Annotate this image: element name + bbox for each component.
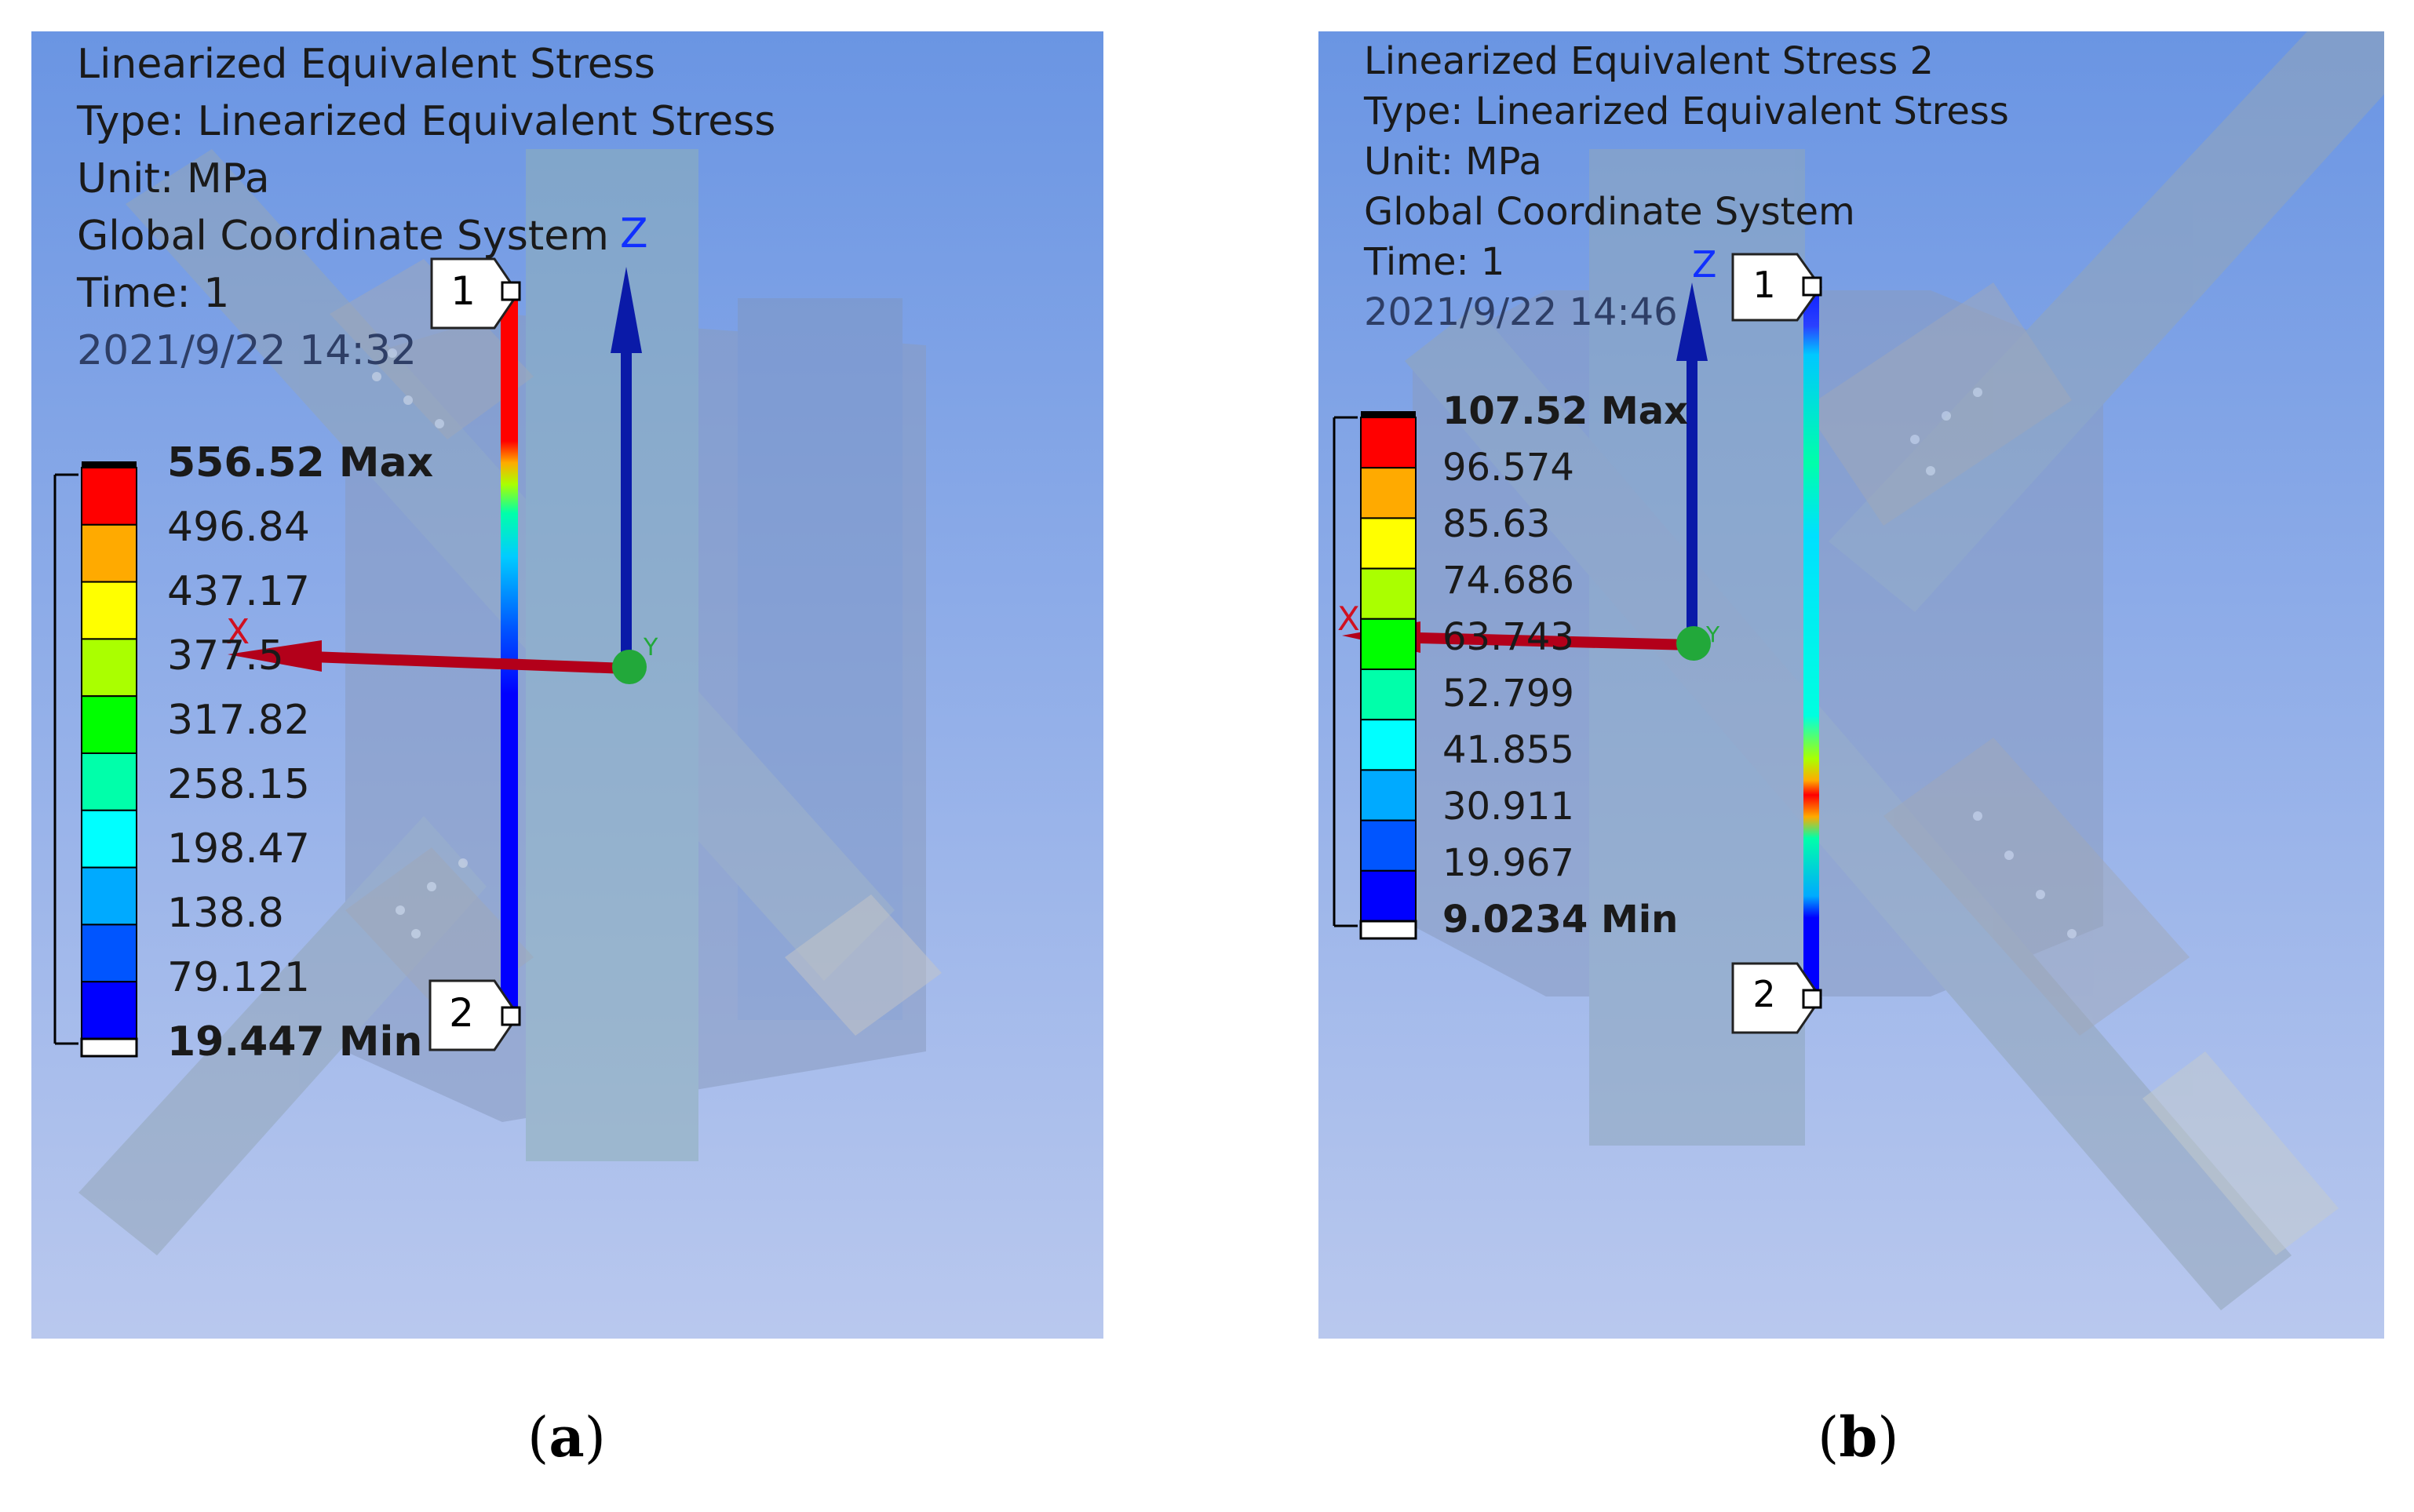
legend-max: 107.52 Max — [1442, 389, 1689, 433]
legend-color-cell — [81, 467, 137, 526]
path-marker-2[interactable] — [428, 979, 521, 1051]
model-viewport-a[interactable] — [31, 31, 1103, 1339]
legend-color-cell — [1360, 819, 1417, 872]
result-info-b: Linearized Equivalent Stress 2 Type: Lin… — [1364, 36, 2009, 337]
result-title: Linearized Equivalent Stress — [77, 41, 655, 88]
legend-color-cell — [81, 981, 137, 1040]
legend-color-cell — [81, 866, 137, 926]
legend-level: 52.799 — [1442, 672, 1574, 716]
result-type: Type: Linearized Equivalent Stress — [1364, 89, 2009, 133]
axis-label-z: Z — [1692, 243, 1717, 286]
legend-color-cell — [81, 752, 137, 811]
path-marker-2[interactable] — [1731, 962, 1822, 1034]
legend-level: 63.743 — [1442, 615, 1574, 659]
result-unit: Unit: MPa — [77, 155, 270, 202]
stress-path-line — [1803, 282, 1819, 1004]
legend-level: 317.82 — [167, 697, 310, 744]
path-marker-1[interactable] — [430, 257, 521, 330]
marker-label-1: 1 — [1752, 264, 1776, 306]
legend-level: 74.686 — [1442, 559, 1574, 603]
marker-label-2: 2 — [1752, 973, 1776, 1015]
legend-level: 30.911 — [1442, 785, 1574, 829]
result-info-a: Linearized Equivalent Stress Type: Linea… — [77, 36, 775, 380]
legend-color-cell — [1360, 618, 1417, 670]
result-date: 2021/9/22 14:46 — [1364, 290, 1678, 334]
axis-label-y: Y — [1706, 621, 1720, 647]
axis-label-y: Y — [644, 634, 658, 661]
legend-color-cell — [81, 638, 137, 698]
axis-label-x: X — [1337, 599, 1360, 638]
brace-plates — [1805, 282, 2339, 1255]
legend-color-cell — [81, 809, 137, 869]
result-time: Time: 1 — [77, 270, 230, 317]
legend-cap — [82, 461, 137, 468]
brace-plates — [330, 259, 942, 1036]
legend-color-cell — [1360, 567, 1417, 620]
legend-cap — [1361, 411, 1416, 417]
legend-color-cell — [1360, 869, 1417, 923]
legend-level: 96.574 — [1442, 446, 1574, 490]
legend-color-cell — [1360, 719, 1417, 771]
legend-min: 9.0234 Min — [1442, 898, 1679, 942]
caption-letter: a — [549, 1405, 585, 1470]
legend-max: 556.52 Max — [167, 439, 434, 486]
legend-level: 258.15 — [167, 761, 310, 808]
result-date: 2021/9/22 14:32 — [77, 327, 418, 374]
result-time: Time: 1 — [1364, 240, 1505, 284]
legend-min: 19.447 Min — [167, 1018, 423, 1066]
legend-level: 437.17 — [167, 568, 310, 615]
legend-color-cell — [1360, 669, 1417, 721]
legend-color-cell — [1360, 769, 1417, 822]
path-marker-1[interactable] — [1731, 253, 1822, 322]
legend-color-cell — [1360, 467, 1417, 519]
legend-color-cell — [81, 581, 137, 640]
coordinate-triad — [228, 267, 647, 684]
model-viewport-b[interactable] — [1318, 31, 2384, 1339]
result-panel-b: Linearized Equivalent Stress 2 Type: Lin… — [1318, 31, 2384, 1339]
legend-level: 198.47 — [167, 825, 310, 873]
caption-letter: b — [1839, 1405, 1878, 1470]
legend-level: 41.855 — [1442, 728, 1574, 772]
legend-color-cell — [1360, 417, 1417, 469]
result-coordinate-system: Global Coordinate System — [77, 213, 609, 260]
legend-level: 138.8 — [167, 890, 284, 937]
legend-color-cell — [1360, 517, 1417, 570]
marker-label-2: 2 — [449, 990, 474, 1036]
legend-color-cell — [81, 924, 137, 983]
legend-color-cell — [81, 695, 137, 755]
legend-color-cell — [81, 523, 137, 583]
legend-color-bar — [53, 461, 138, 1058]
result-unit: Unit: MPa — [1364, 140, 1542, 184]
axis-label-x: X — [226, 612, 250, 652]
stress-path-line — [501, 297, 518, 1018]
result-coordinate-system: Global Coordinate System — [1364, 190, 1855, 234]
legend-level: 377.5 — [167, 632, 284, 679]
legend-color-bar — [1333, 411, 1417, 940]
caption-b: (b) — [1818, 1405, 1899, 1470]
caption-a: (a) — [527, 1405, 606, 1470]
marker-label-1: 1 — [450, 268, 476, 314]
result-title: Linearized Equivalent Stress 2 — [1364, 39, 1934, 83]
legend-level: 496.84 — [167, 504, 310, 551]
result-type: Type: Linearized Equivalent Stress — [77, 98, 776, 145]
legend-level: 85.63 — [1442, 502, 1551, 546]
legend-level: 19.967 — [1442, 841, 1574, 885]
result-panel-a: Linearized Equivalent Stress Type: Linea… — [31, 31, 1103, 1339]
axis-label-z: Z — [620, 210, 648, 257]
legend-level: 79.121 — [167, 954, 310, 1001]
